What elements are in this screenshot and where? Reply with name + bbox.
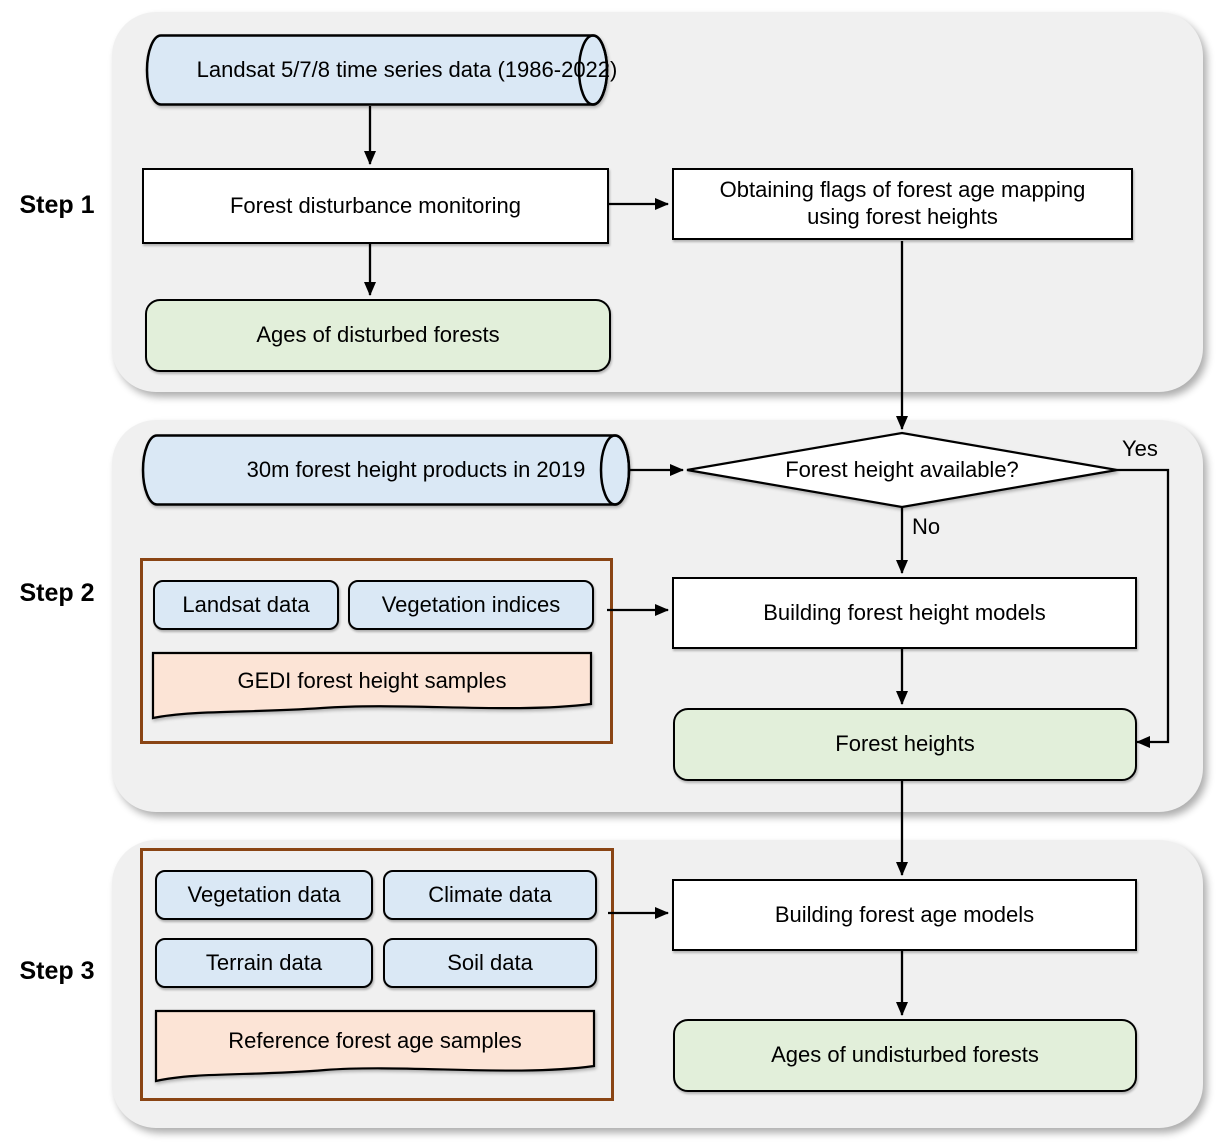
process-forest-disturbance-monitoring-label: Forest disturbance monitoring — [229, 192, 522, 218]
output-ages-disturbed-forests: Ages of disturbed forests — [145, 299, 611, 372]
input-climate-data: Climate data — [383, 870, 597, 920]
height-model-inputs-group — [140, 558, 613, 744]
output-ages-undisturbed-forests: Ages of undisturbed forests — [673, 1019, 1137, 1092]
step3-label: Step 3 — [19, 957, 95, 985]
process-obtaining-flags-label: Obtaining flags of forest age mapping us… — [719, 177, 1086, 229]
output-ages-disturbed-forests-label: Ages of disturbed forests — [256, 322, 500, 348]
input-landsat-data: Landsat data — [153, 580, 339, 630]
input-soil-data-label: Soil data — [447, 949, 533, 975]
input-climate-data-label: Climate data — [428, 881, 552, 907]
step2-label: Step 2 — [19, 579, 95, 607]
document-gedi-height-samples-label: GEDI forest height samples — [237, 667, 507, 693]
process-building-forest-height-models-label: Building forest height models — [763, 599, 1046, 625]
process-obtaining-flags: Obtaining flags of forest age mapping us… — [672, 168, 1133, 240]
process-building-forest-age-models-label: Building forest age models — [774, 901, 1035, 927]
document-shape — [151, 651, 593, 720]
output-forest-heights: Forest heights — [673, 708, 1137, 781]
decision-no-label: No — [912, 514, 941, 539]
document-reference-age-samples-label: Reference forest age samples — [228, 1027, 522, 1053]
input-landsat-data-label: Landsat data — [182, 591, 310, 617]
cylinder-landsat-timeseries: Landsat 5/7/8 time series data (1986-202… — [145, 34, 617, 106]
input-vegetation-indices: Vegetation indices — [348, 580, 594, 630]
cylinder-landsat-timeseries-label: Landsat 5/7/8 time series data (1986-202… — [196, 56, 618, 82]
process-forest-disturbance-monitoring: Forest disturbance monitoring — [142, 168, 609, 244]
cylinder-shape — [141, 434, 631, 506]
output-forest-heights-label: Forest heights — [835, 731, 975, 757]
input-soil-data: Soil data — [383, 938, 597, 988]
decision-forest-height-available-label: Forest height available? — [785, 456, 1019, 482]
age-model-inputs-group — [140, 848, 614, 1101]
input-terrain-data: Terrain data — [155, 938, 373, 988]
decision-forest-height-available: Forest height available? — [686, 431, 1118, 509]
input-vegetation-data-label: Vegetation data — [187, 881, 341, 907]
output-ages-undisturbed-forests-label: Ages of undisturbed forests — [771, 1042, 1039, 1068]
input-vegetation-indices-label: Vegetation indices — [381, 591, 561, 617]
process-building-forest-age-models: Building forest age models — [672, 879, 1137, 951]
document-reference-age-samples: Reference forest age samples — [154, 1009, 596, 1085]
step1-label: Step 1 — [19, 191, 95, 219]
document-shape — [154, 1009, 596, 1083]
document-gedi-height-samples: GEDI forest height samples — [151, 651, 593, 722]
cylinder-forest-height-products: 30m forest height products in 2019 — [141, 434, 631, 506]
cylinder-forest-height-products-label: 30m forest height products in 2019 — [246, 456, 586, 482]
input-terrain-data-label: Terrain data — [205, 949, 323, 975]
cylinder-shape — [145, 34, 609, 106]
decision-yes-label: Yes — [1122, 436, 1158, 461]
input-vegetation-data: Vegetation data — [155, 870, 373, 920]
process-building-forest-height-models: Building forest height models — [672, 577, 1137, 649]
